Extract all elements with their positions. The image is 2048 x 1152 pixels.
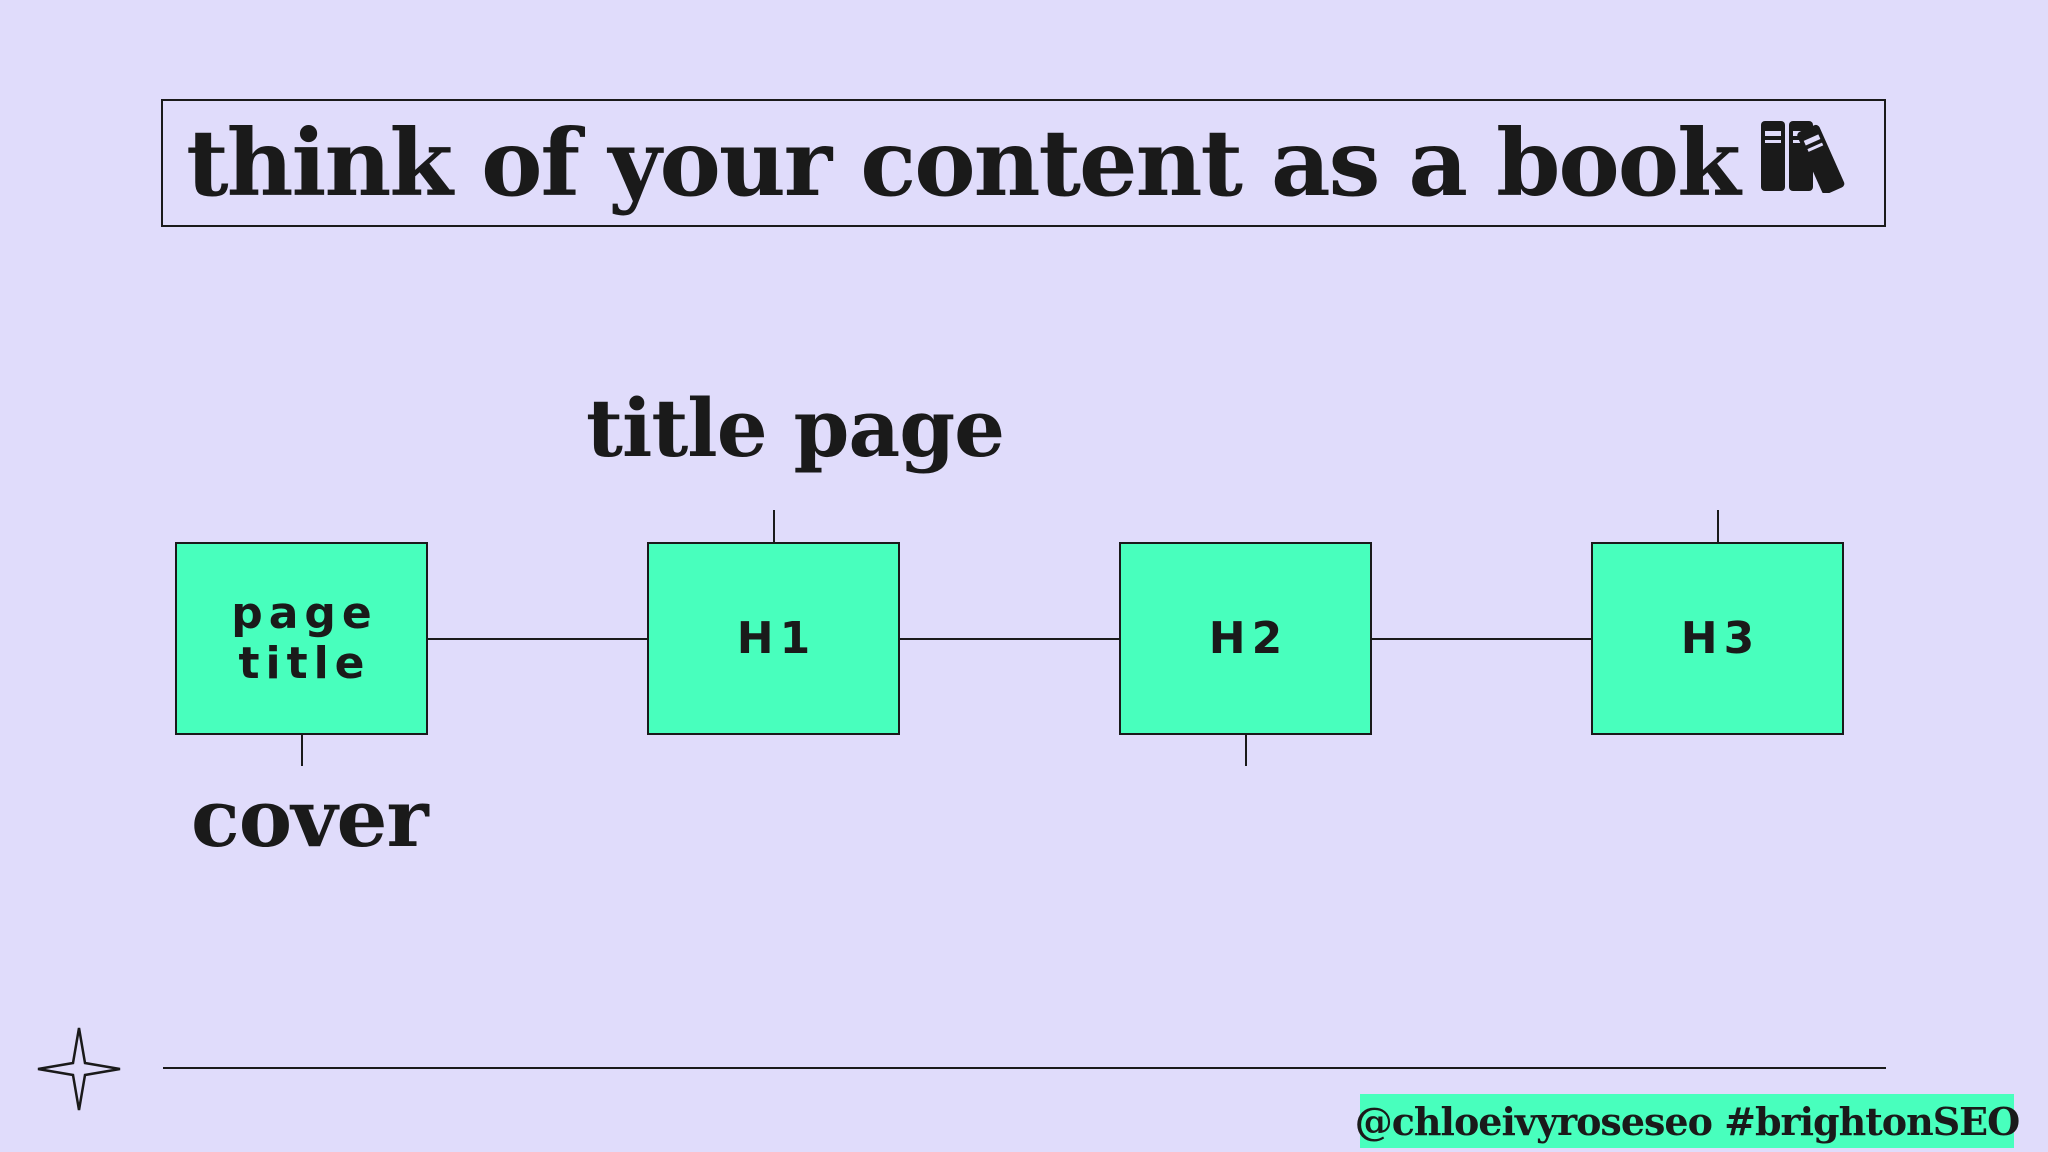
node-label: H2 — [1208, 612, 1289, 664]
tick-h1-top — [773, 510, 775, 542]
node-label: H1 — [736, 612, 817, 664]
books-icon — [1759, 117, 1861, 197]
connector-pagetitle-h1 — [428, 638, 648, 640]
node-page-title: page title — [175, 542, 428, 735]
connector-h2-h3 — [1372, 638, 1592, 640]
node-label: page title — [231, 588, 378, 689]
tick-h3-top — [1717, 510, 1719, 542]
footer-handle: @chloeivyroseseo #brightonSEO — [1355, 1094, 2020, 1148]
tick-h2-bottom — [1245, 734, 1247, 766]
annotation-title-page: title page — [586, 381, 1005, 475]
slide-title: think of your content as a book — [186, 109, 1741, 217]
node-label: H3 — [1680, 612, 1761, 664]
node-h3: H3 — [1591, 542, 1844, 735]
slide-title-box: think of your content as a book — [161, 99, 1886, 227]
four-point-star-icon — [37, 1027, 121, 1111]
connector-h1-h2 — [900, 638, 1120, 640]
tick-page-title-bottom — [301, 734, 303, 766]
node-h1: H1 — [647, 542, 900, 735]
annotation-cover: cover — [191, 771, 429, 865]
node-h2: H2 — [1119, 542, 1372, 735]
footer-divider — [163, 1067, 1886, 1069]
